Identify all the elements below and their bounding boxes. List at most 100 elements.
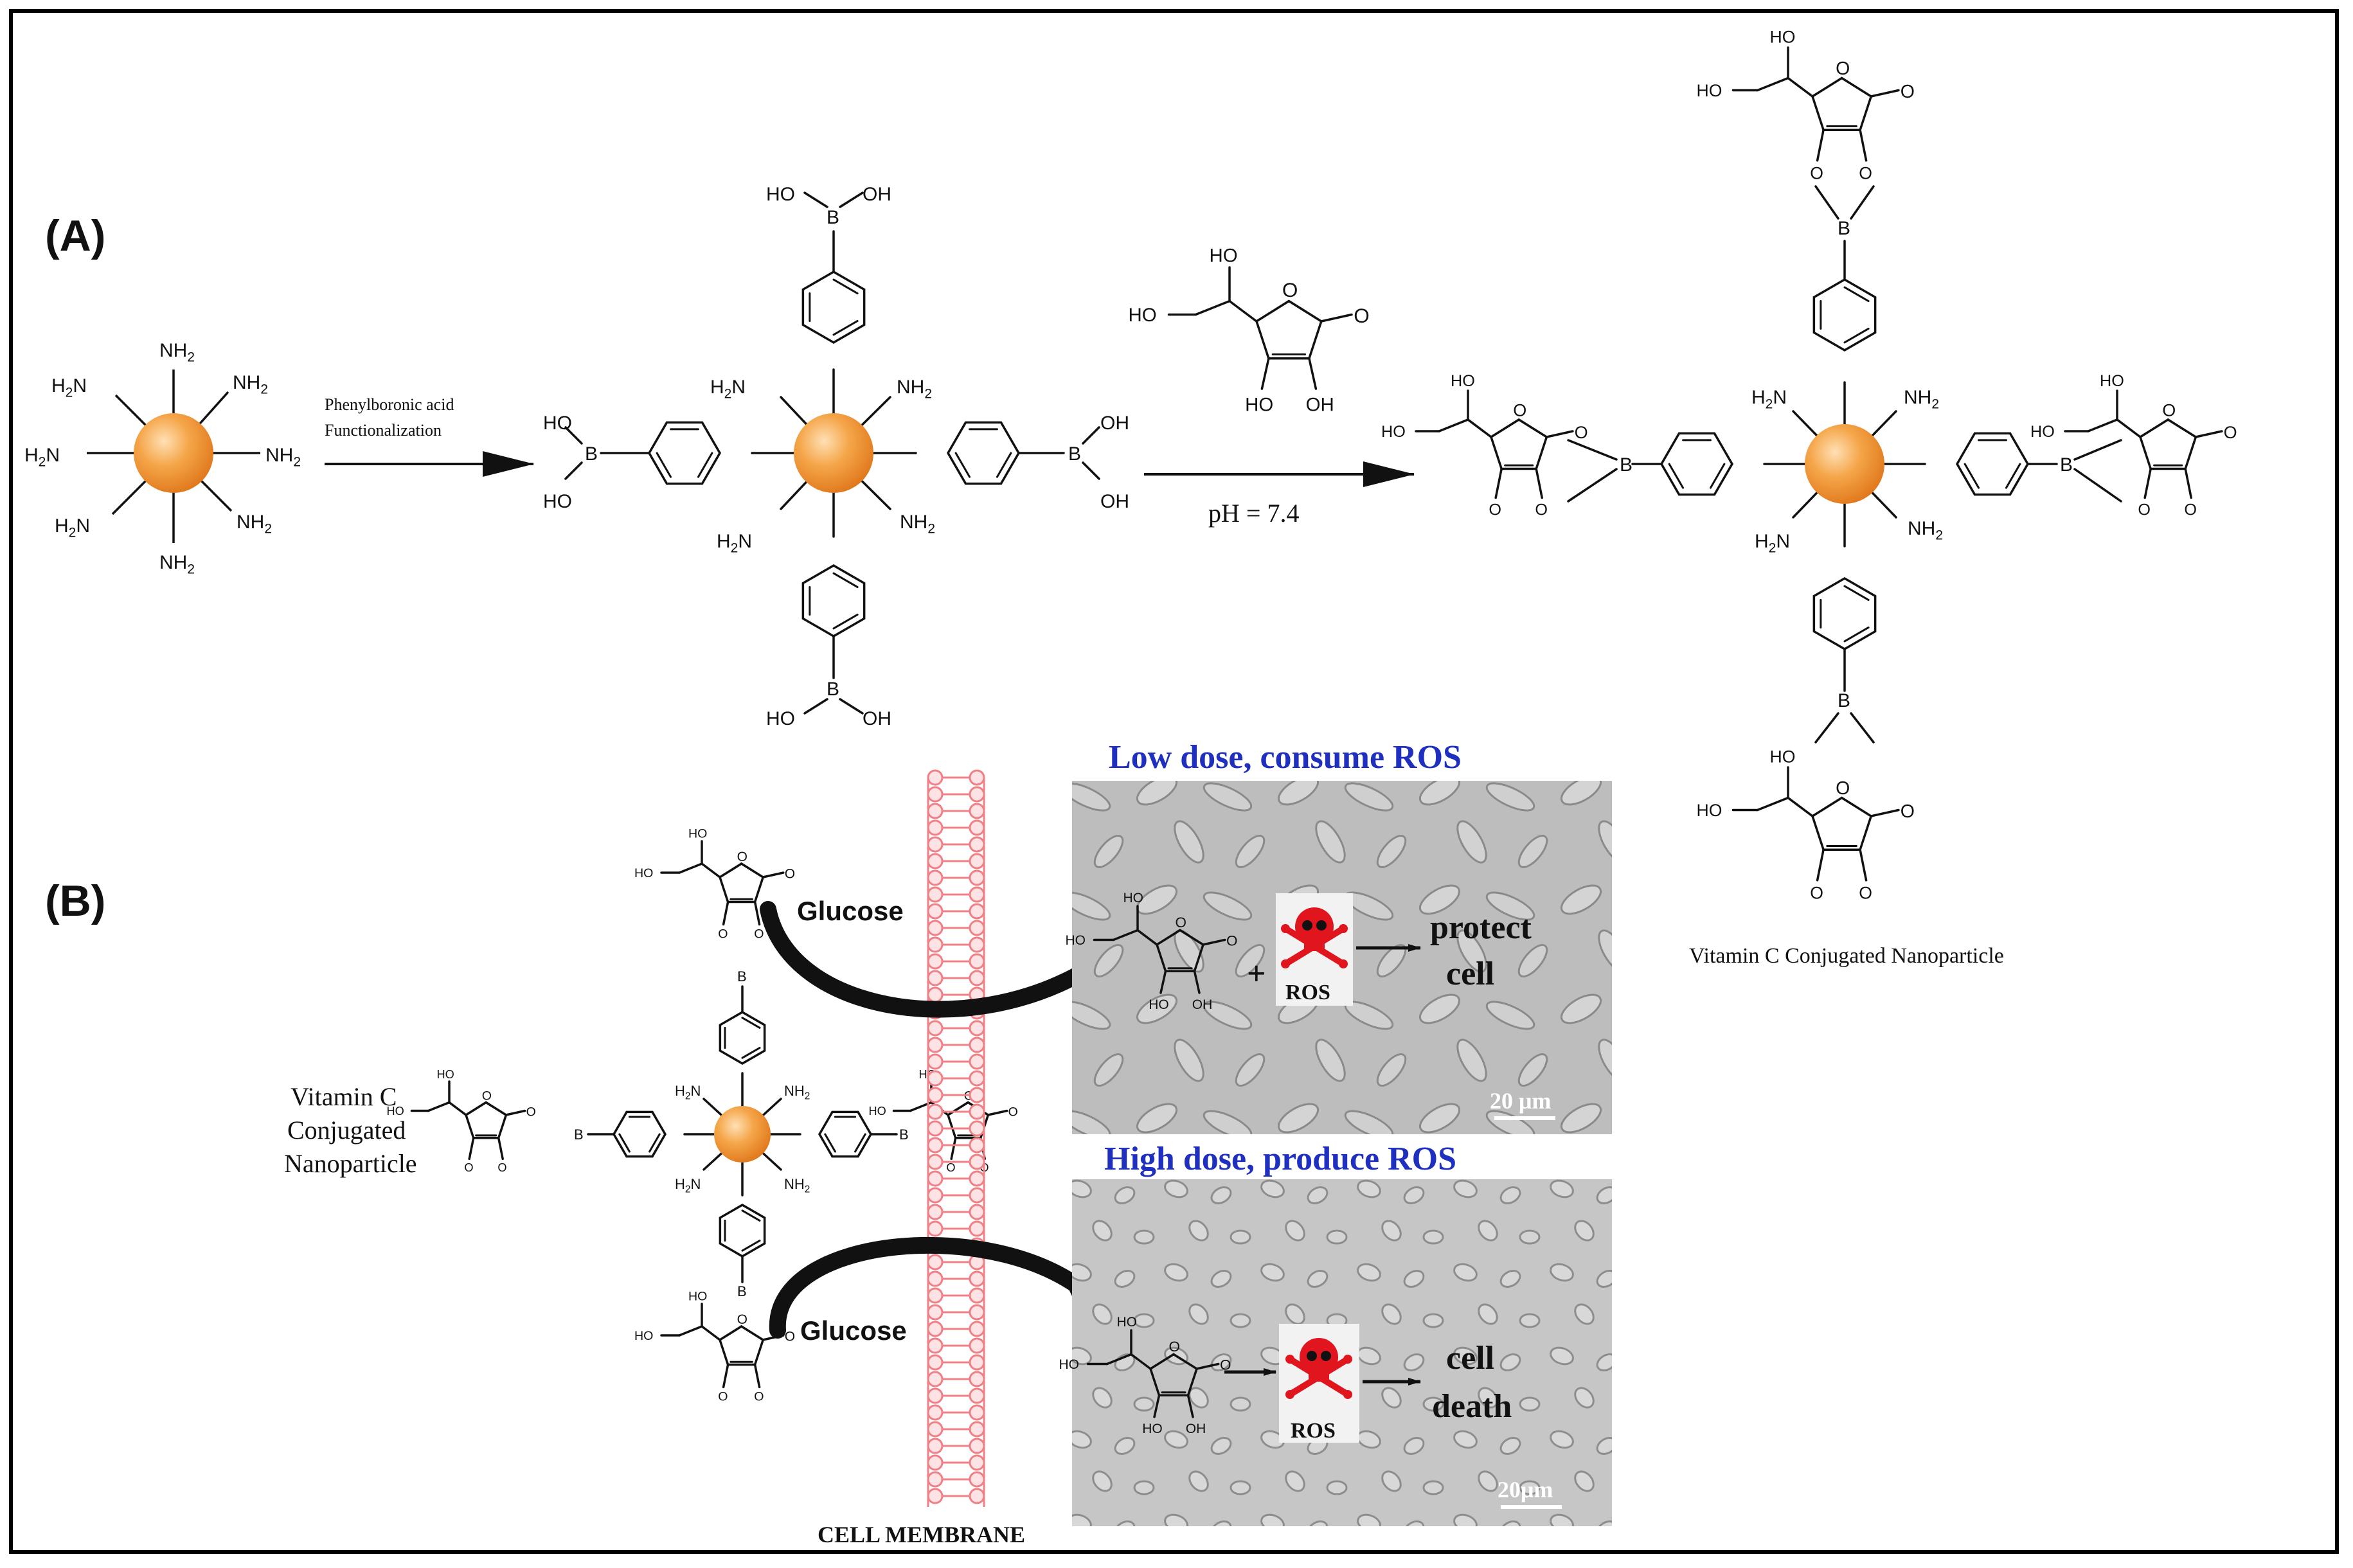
lipid-head [927,1137,944,1154]
low-dose-scale-label: 20 μm [1490,1088,1551,1114]
atom-label: O [464,1161,473,1174]
atom-label: O [1354,304,1370,327]
lipid-head [969,1438,985,1454]
lipid-head [927,1020,944,1037]
amine-label: NH2 [1904,387,1939,412]
atom-label: O [1176,914,1187,931]
lipid-head [969,803,985,819]
low-dose-ros-label: ROS [1285,981,1330,1004]
benzene-ring [801,564,866,638]
lipid-head [969,769,985,786]
amine-label: NH2 [159,552,195,577]
lipid-head [927,1354,944,1371]
atom-label: O [2162,401,2176,420]
atom-label: HO [688,826,707,841]
particle-caption-line3: Nanoparticle [284,1149,417,1178]
high-dose-scale-label: 20μm [1498,1477,1553,1502]
atom-label: O [1859,163,1872,183]
lipid-head [969,1387,985,1404]
benzene-ring [946,421,1021,485]
atom-label: O [1008,1105,1018,1119]
atom-label: HO [1770,27,1796,46]
atom-label: HO [1697,81,1722,100]
atom-label: O [1810,883,1823,902]
atom-label: O [718,1390,728,1404]
lipid-head [927,1204,944,1220]
benzene-ring [719,1010,766,1065]
atom-label: O [1859,883,1872,902]
atom-label: HO [634,866,653,880]
reaction-arrow-1: Phenylboronic acid Functionalization [325,395,534,477]
atom-label: O [1226,933,1238,949]
lipid-head [927,869,944,886]
atom-label: O [526,1105,536,1119]
lipid-head [927,886,944,903]
lipid-head [969,1053,985,1070]
lipid-head [969,886,985,903]
atom-label: O [1901,801,1915,822]
atom-label: O [1836,778,1850,799]
atom-label: OH [1192,997,1213,1012]
atom-label: B [585,443,598,465]
atom-label: B [899,1127,909,1143]
panel-a-label: (A) [45,211,105,260]
lipid-head [969,1354,985,1371]
high-dose-title: High dose, produce ROS [1104,1141,1456,1177]
skull-icon [1281,907,1348,968]
amine-label: NH2 [265,445,301,470]
low-dose-title: Low dose, consume ROS [1109,739,1462,776]
panel-b-label: (B) [45,877,105,925]
lactone-ring [718,862,765,904]
lactone-ring [1255,299,1323,360]
lipid-head [969,1454,985,1471]
lactone-ring [1811,76,1873,131]
lipid-head [927,769,944,786]
low-dose-ros-badge: ROS [1276,893,1353,1006]
lipid-head [927,803,944,819]
lipid-head [969,1103,985,1120]
lipid-head [927,1070,944,1087]
benzene-ring [1955,432,2030,496]
lipid-head [927,1103,944,1120]
lipid-head [969,1070,985,1087]
atom-label: O [1901,82,1915,102]
lipid-head [927,1037,944,1053]
nanoparticle-core [1805,424,1884,504]
atom-label: B [1838,690,1850,711]
atom-label: O [1535,501,1548,519]
atom-label: O [1220,1357,1231,1373]
atom-label: O [1810,163,1823,183]
lipid-head [927,986,944,1003]
product-caption: Vitamin C Conjugated Nanoparticle [1689,944,2004,968]
particle-caption-line2: Conjugated [287,1116,406,1145]
atom-label: HO [1129,305,1157,326]
atom-label: O [754,927,764,941]
atom-label: HO [1245,395,1273,416]
atom-label: O [1282,278,1298,301]
atom-label: OH [1186,1421,1206,1436]
step1-label-line2: Functionalization [325,421,442,440]
atom-label: HO [1770,747,1796,766]
atom-label: HO [1210,245,1238,267]
lipid-head [969,1220,985,1237]
glucose-label-bottom: Glucose [800,1315,907,1346]
lipid-head [969,1371,985,1387]
amine-label: H2N [51,375,87,400]
amine-label: H2N [710,377,746,402]
atom-label: HO [2100,372,2124,390]
lipid-head [969,953,985,970]
lipid-head [927,920,944,936]
benzene-ring [801,270,866,344]
lactone-ring [1149,1353,1199,1396]
amine-label: H2N [675,1176,701,1195]
atom-label: O [482,1089,492,1103]
lipid-head [969,920,985,936]
atom-label: O [1836,58,1850,79]
lipid-head [969,1304,985,1321]
lipid-head [927,953,944,970]
amine-label: NH2 [784,1083,810,1102]
